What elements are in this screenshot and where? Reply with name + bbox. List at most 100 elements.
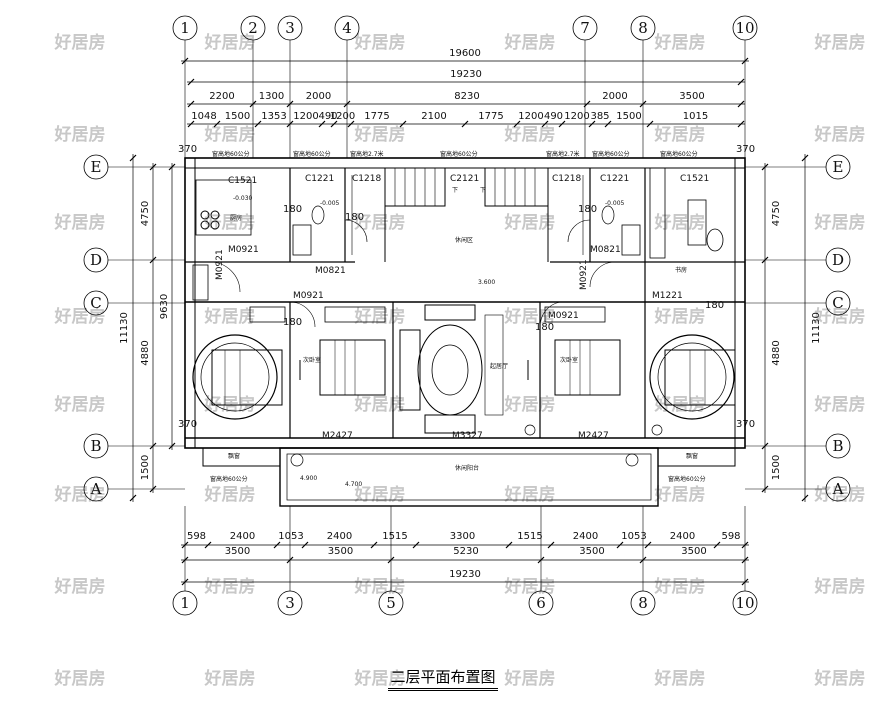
dim-left-value: 1500	[140, 455, 151, 480]
room-label: 起居厅	[490, 362, 508, 370]
small-dim-value: 370	[178, 144, 197, 155]
small-dim-value: 370	[178, 419, 197, 430]
watermark-text: 好居房	[654, 484, 706, 505]
drawing-title: 二层平面布置图	[388, 667, 498, 691]
door-code: M0921	[228, 245, 259, 255]
dim-label: 180	[345, 212, 364, 223]
level-mark: 4.700	[345, 481, 362, 488]
dim-top-row2-value: 1200	[330, 111, 355, 122]
watermark-text: 好居房	[654, 32, 706, 53]
sill-label: 窗高地60公分	[592, 150, 630, 158]
top-axis-label: 4	[342, 19, 352, 37]
watermark-text: 好居房	[504, 306, 556, 327]
sill-label: 窗高地2.7米	[350, 150, 384, 158]
watermark-text: 好居房	[814, 576, 866, 597]
bottom-axis-label: 10	[735, 594, 754, 612]
dim-right-value: 1500	[771, 455, 782, 480]
watermark-text: 好居房	[204, 212, 256, 233]
dim-right-total-value: 11130	[811, 312, 822, 344]
right-axis-label: A	[832, 480, 844, 498]
watermark-text: 好居房	[54, 668, 106, 689]
watermark-text: 好居房	[54, 124, 106, 145]
level-mark: -0.005	[320, 200, 340, 207]
room-label: 书房	[675, 266, 687, 274]
room-label: 休闲阳台	[455, 464, 479, 472]
dim-bottom-row1-value: 1053	[278, 531, 303, 542]
dim-top-row1-value: 8230	[454, 91, 479, 102]
dim-top-row2-value: 1500	[225, 111, 250, 122]
window-code: C1221	[600, 174, 629, 184]
left-axis-label: C	[90, 294, 101, 312]
top-axis-label: 1	[180, 19, 190, 37]
watermark-text: 好居房	[654, 306, 706, 327]
sill-label: 窗高地60公分	[668, 475, 706, 483]
right-axis-label: D	[832, 251, 844, 269]
right-axis-label: C	[832, 294, 843, 312]
dim-bottom-row1-value: 1515	[517, 531, 542, 542]
watermark-text: 好居房	[504, 212, 556, 233]
door-code: M3327	[452, 431, 483, 441]
watermark-text: 好居房	[654, 212, 706, 233]
door-code: M1221	[652, 291, 683, 301]
dim-bottom-row1-value: 2400	[230, 531, 255, 542]
dim-bottom-row1-value: 598	[721, 531, 740, 542]
watermark-text: 好居房	[814, 394, 866, 415]
stair-arrow: 下	[480, 187, 486, 194]
watermark-text: 好居房	[204, 484, 256, 505]
dim-top-row1-value: 2200	[209, 91, 234, 102]
watermark-text: 好居房	[814, 668, 866, 689]
left-axis-label: D	[90, 251, 102, 269]
window-code: C1218	[352, 174, 381, 184]
door-code: M0921	[548, 311, 579, 321]
level-mark: 3.600	[478, 279, 495, 286]
watermark-text: 好居房	[54, 212, 106, 233]
dim-bottom-row1-value: 1053	[621, 531, 646, 542]
left-axis-label: B	[90, 437, 101, 455]
watermark-text: 好居房	[814, 124, 866, 145]
stair-arrow: 下	[452, 187, 458, 194]
right-axis-label: E	[833, 158, 844, 176]
dim-top-row2-value: 1353	[261, 111, 286, 122]
watermark-text: 好居房	[814, 306, 866, 327]
bottom-axis-label: 6	[536, 594, 546, 612]
dim-bottom-row1-value: 1515	[382, 531, 407, 542]
dim-bottom-row1-value: 598	[187, 531, 206, 542]
dim-top-total-value: 19230	[450, 69, 482, 80]
watermark-text: 好居房	[814, 484, 866, 505]
door-code: M0821	[315, 266, 346, 276]
watermark-text: 好居房	[54, 394, 106, 415]
watermark-layer: 好居房好居房好居房好居房好居房好居房好居房好居房好居房好居房好居房好居房好居房好…	[54, 32, 866, 689]
dim-top-row2-value: 1775	[364, 111, 389, 122]
door-code: M0921	[293, 291, 324, 301]
level-mark: 4.900	[300, 475, 317, 482]
watermark-text: 好居房	[54, 306, 106, 327]
dim-label: 180	[705, 300, 724, 311]
watermark-text: 好居房	[354, 668, 406, 689]
top-axis-label: 2	[248, 19, 258, 37]
door-code: M2427	[578, 431, 609, 441]
dim-bottom-row1-value: 3300	[450, 531, 475, 542]
dim-top-row1-value: 1300	[259, 91, 284, 102]
door-code: M2427	[322, 431, 353, 441]
room-label: 飘窗	[686, 452, 698, 460]
sill-label: 窗高地60公分	[440, 150, 478, 158]
dim-left-value: 4880	[140, 340, 151, 365]
watermark-text: 好居房	[54, 484, 106, 505]
top-axis-label: 10	[735, 19, 754, 37]
dim-right-value: 4880	[771, 340, 782, 365]
dim-label: 180	[578, 204, 597, 215]
dim-bottom-row2-value: 3500	[225, 546, 250, 557]
watermark-text: 好居房	[204, 124, 256, 145]
watermark-text: 好居房	[504, 32, 556, 53]
watermark-text: 好居房	[814, 212, 866, 233]
dim-top-row2-value: 1775	[478, 111, 503, 122]
sill-label: 窗高地60公分	[212, 150, 250, 158]
dim-top-row2-value: 490	[318, 111, 337, 122]
bottom-axis-label: 8	[638, 594, 648, 612]
watermark-text: 好居房	[204, 576, 256, 597]
dim-top-row1-value: 3500	[679, 91, 704, 102]
watermark-text: 好居房	[504, 484, 556, 505]
